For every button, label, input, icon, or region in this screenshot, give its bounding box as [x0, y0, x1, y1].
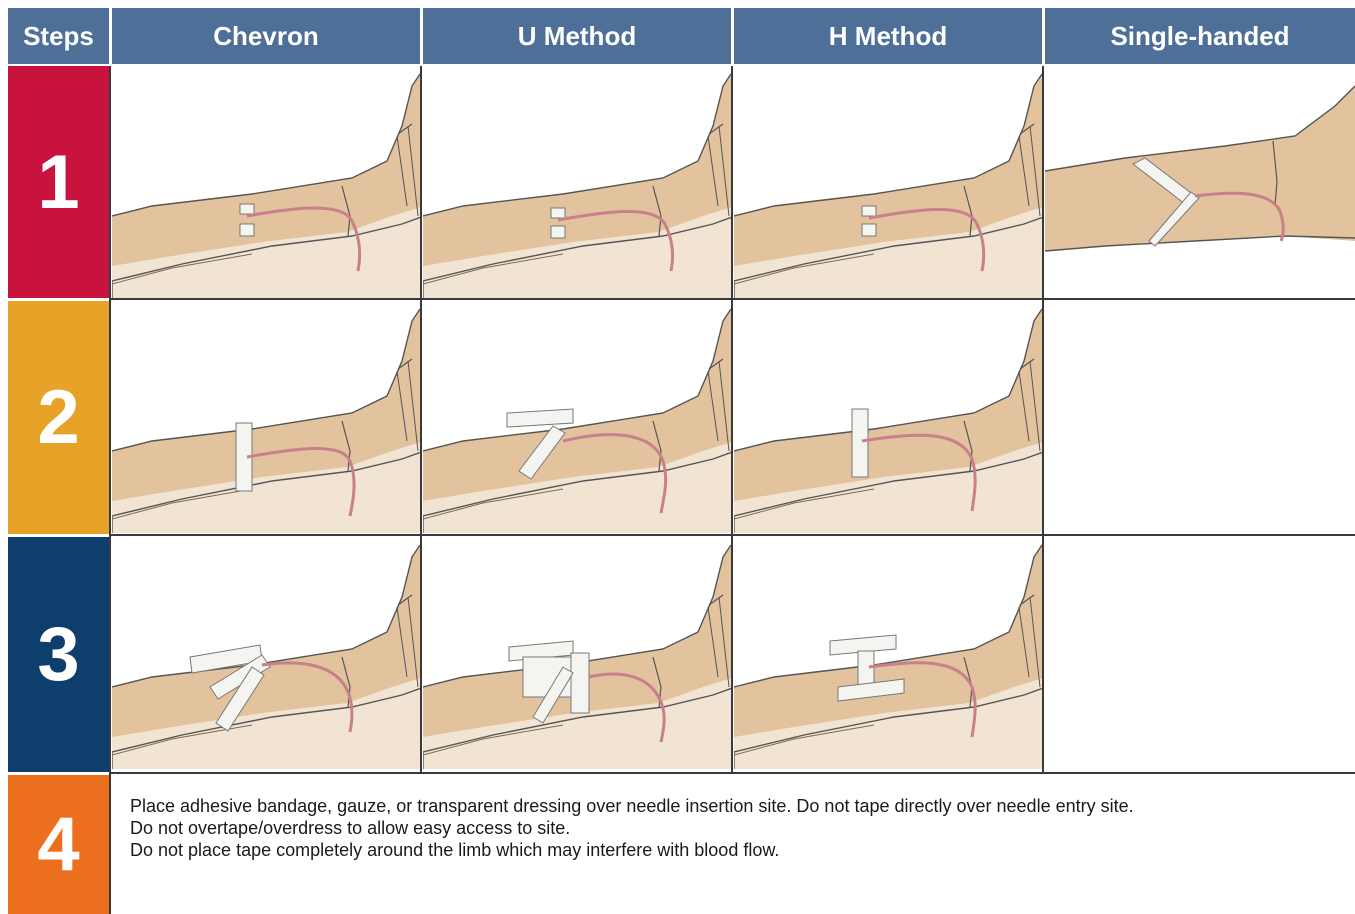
header-u-method: U Method: [423, 8, 731, 64]
header-single-handed: Single-handed: [1045, 8, 1355, 64]
single-handed-step-2-empty: [1045, 301, 1355, 534]
u-method-step-1-illustration: [423, 66, 731, 298]
grid-line: [109, 772, 1355, 774]
h-method-step-2-illustration: [734, 301, 1042, 534]
single-handed-step-1-illustration: [1045, 66, 1355, 298]
grid-line: [731, 66, 733, 774]
chevron-step-2-illustration: [112, 301, 420, 534]
h-method-step-1-illustration: [734, 66, 1042, 298]
u-method-step-2-illustration: [423, 301, 731, 534]
single-handed-step-3-empty: [1045, 537, 1355, 772]
chevron-step-3-illustration: [112, 537, 420, 772]
grid-line: [109, 298, 1355, 300]
h-method-step-3-illustration: [734, 537, 1042, 772]
step-4-instructions: Place adhesive bandage, gauze, or transp…: [130, 795, 1345, 861]
header-h-method: H Method: [734, 8, 1042, 64]
step-1-label: 1: [8, 66, 109, 298]
step-3-label: 3: [8, 537, 109, 772]
grid-line: [109, 534, 1355, 536]
step-2-label: 2: [8, 301, 109, 534]
grid-line: [1042, 66, 1044, 774]
instruction-line: Do not overtape/overdress to allow easy …: [130, 817, 1345, 839]
instruction-line: Do not place tape completely around the …: [130, 839, 1345, 861]
grid-line: [420, 66, 422, 774]
grid-line: [109, 66, 111, 914]
chevron-step-1-illustration: [112, 66, 420, 298]
header-steps: Steps: [8, 8, 109, 64]
u-method-step-3-illustration: [423, 537, 731, 772]
instruction-line: Place adhesive bandage, gauze, or transp…: [130, 795, 1345, 817]
step-4-label: 4: [8, 775, 109, 914]
header-chevron: Chevron: [112, 8, 420, 64]
